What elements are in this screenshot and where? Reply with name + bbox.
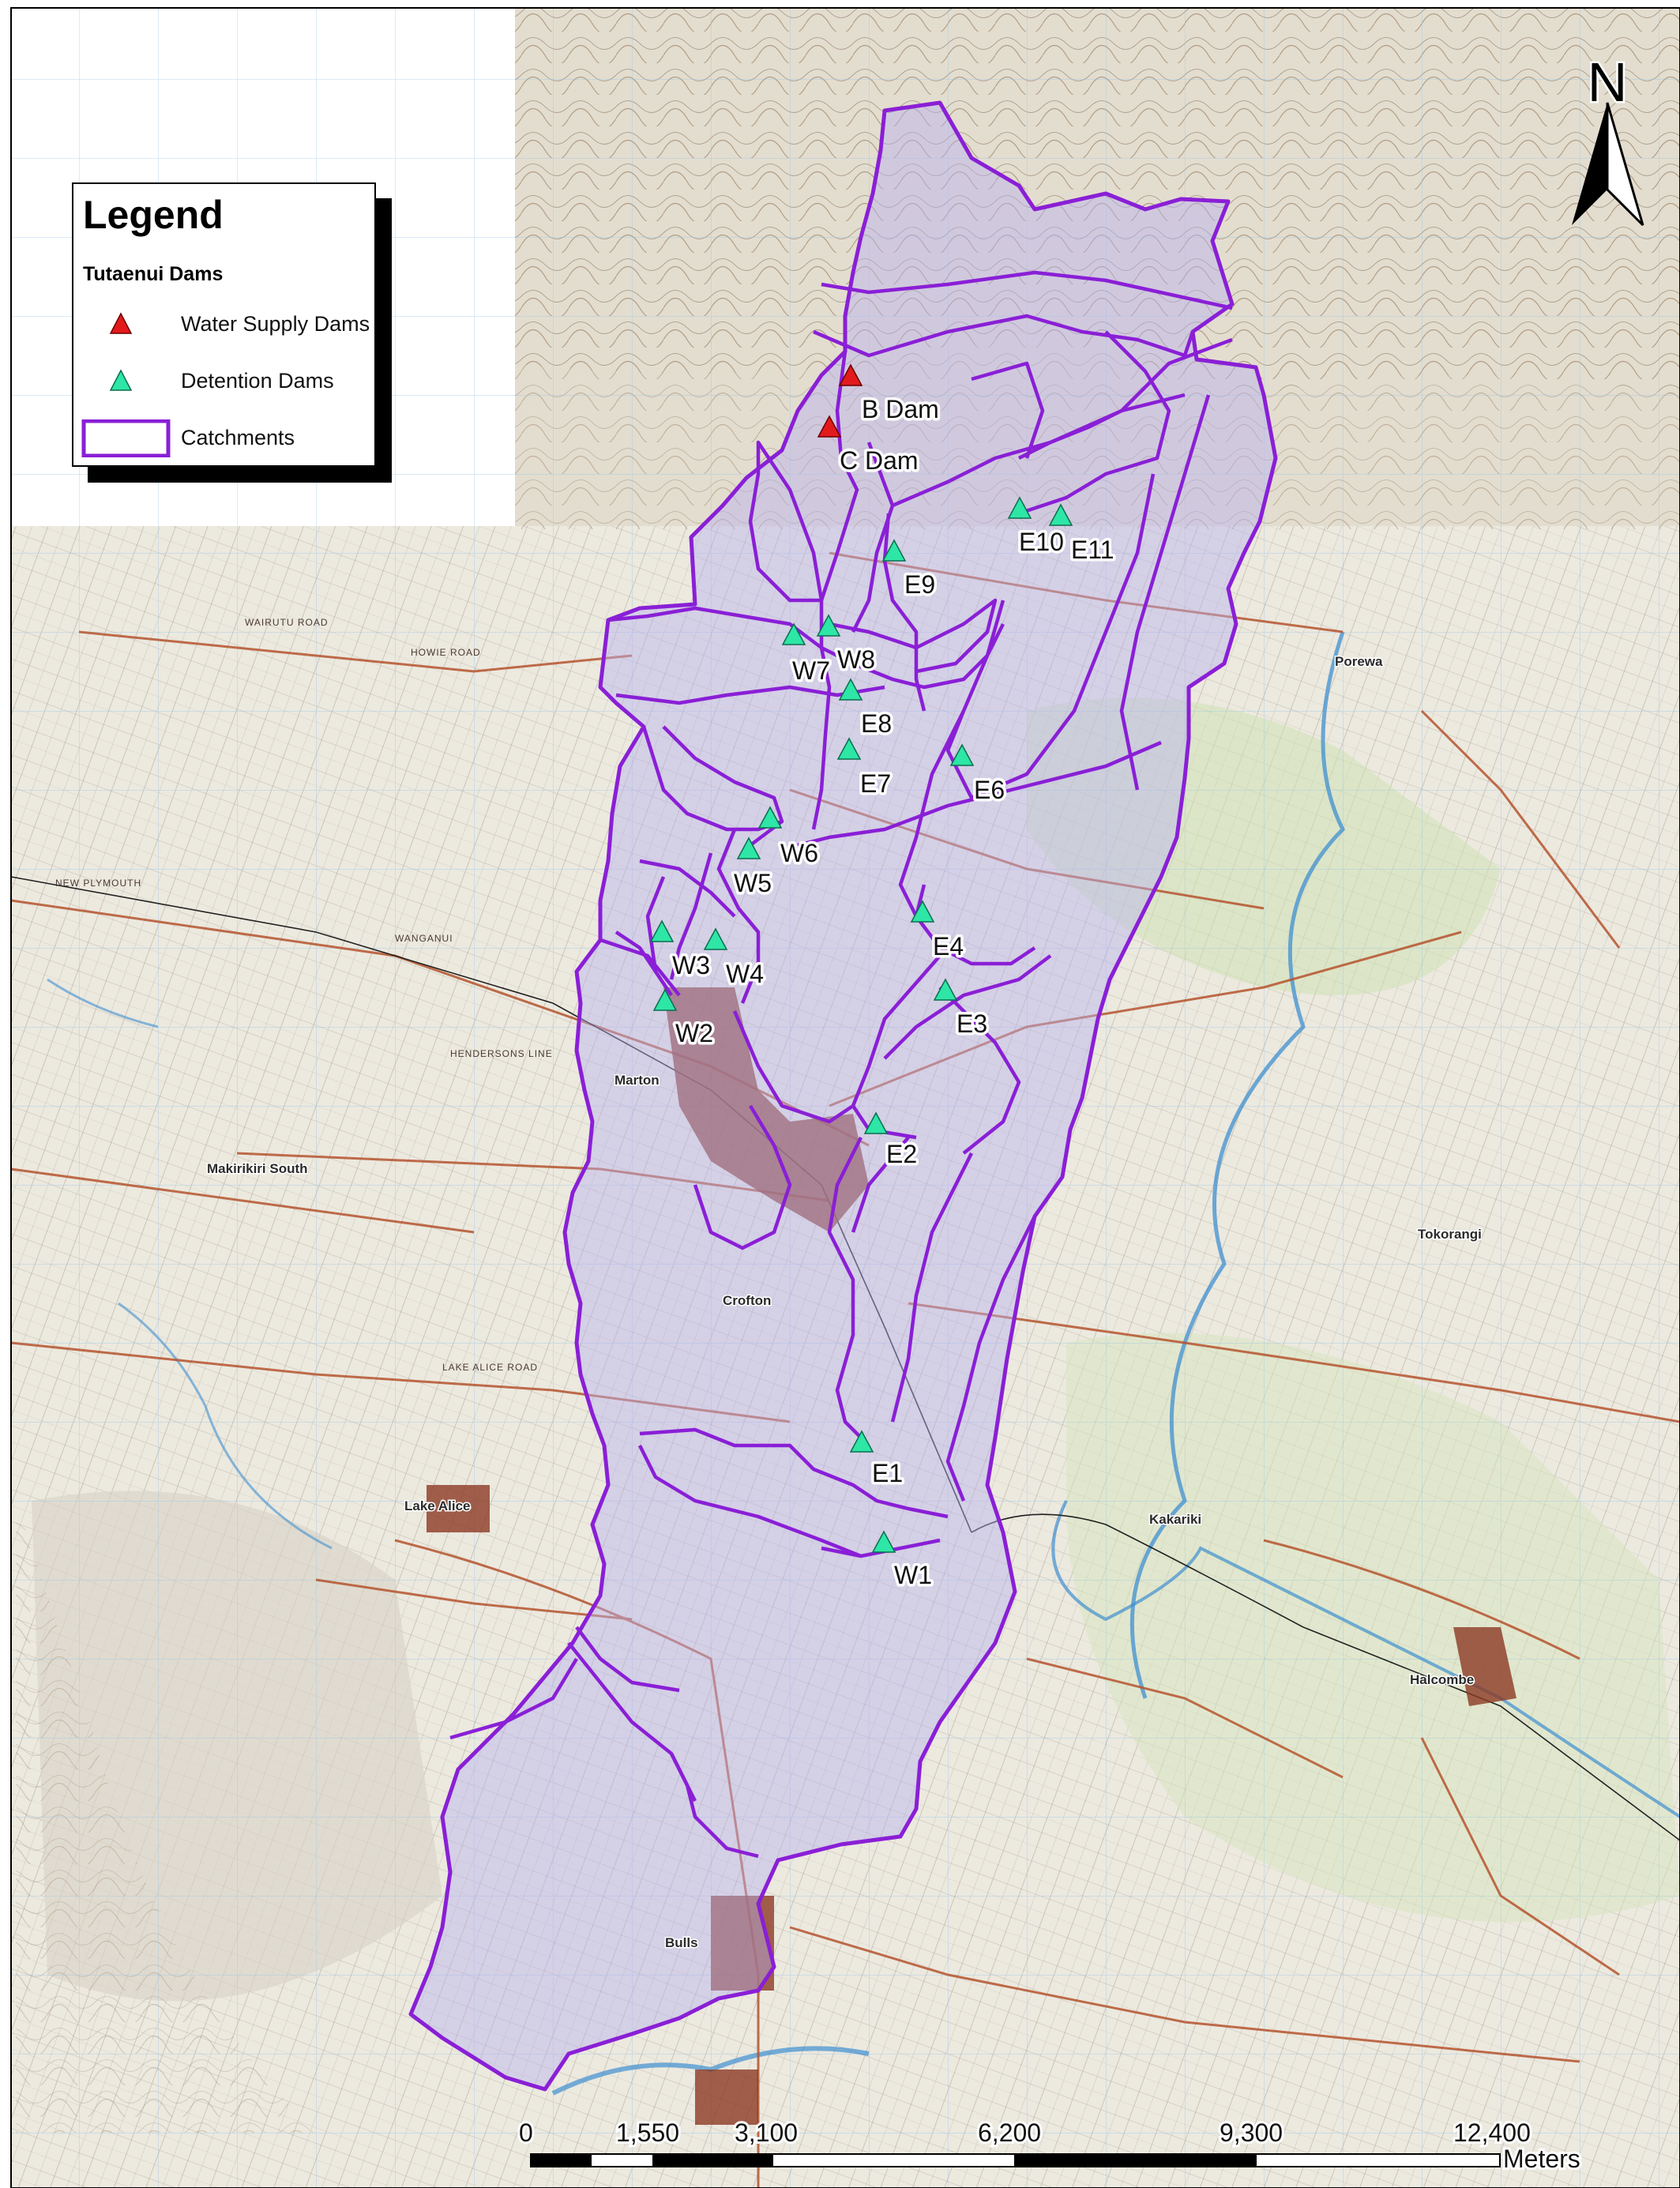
detention-dam-marker[interactable]	[849, 1430, 874, 1453]
scale-tick-label: 3,100	[735, 2118, 798, 2147]
dam-label: E3	[957, 1009, 987, 1038]
catchment-outer	[408, 100, 1278, 2092]
towns	[427, 987, 1517, 2125]
north-arrow-right-half-icon	[1606, 102, 1644, 227]
detention-dam-marker[interactable]	[933, 978, 958, 1001]
road-label: NEW PLYMOUTH	[55, 878, 141, 889]
detention-dam-marker[interactable]	[1048, 503, 1073, 526]
legend-item-label: Water Supply Dams	[181, 312, 370, 336]
dam-label: W6	[780, 839, 818, 867]
place-label: Lake Alice	[404, 1498, 470, 1513]
detention-dam-marker[interactable]	[649, 919, 675, 942]
dam-label: W8	[837, 645, 875, 674]
scale-tick-label: 0	[519, 2118, 533, 2147]
catchments-layer	[408, 100, 1278, 2092]
dam-label: W7	[792, 656, 830, 685]
detention-dam-marker[interactable]	[781, 622, 806, 645]
detention-dam-marker[interactable]	[910, 900, 935, 923]
detention-dam-marker[interactable]	[871, 1530, 896, 1553]
legend-item-water-supply-dams: Water Supply Dams	[73, 301, 374, 348]
water-supply-dam-marker[interactable]	[838, 363, 863, 386]
place-label: Marton	[614, 1073, 660, 1088]
detention-dam-marker[interactable]	[652, 988, 678, 1011]
catchment-outline-icon	[81, 419, 171, 457]
scale-tick-label: 12,400	[1453, 2118, 1531, 2147]
dam-label: W5	[734, 869, 772, 897]
detention-dam-marker[interactable]	[757, 806, 783, 829]
road-labels: NEW PLYMOUTH WAIRUTU ROAD HOWIE ROAD WAN…	[55, 617, 553, 1373]
place-label: Makirikiri South	[207, 1161, 308, 1176]
detention-dam-marker[interactable]	[949, 743, 975, 766]
dam-label: W2	[675, 1019, 713, 1047]
legend-title: Legend	[83, 193, 224, 237]
dam-label: C Dam	[840, 446, 919, 475]
dam-label: E8	[861, 709, 892, 738]
green-triangle-icon	[109, 369, 133, 391]
legend-item-label: Catchments	[181, 426, 295, 449]
roads	[10, 551, 1680, 2188]
water-supply-dam-marker[interactable]	[817, 415, 842, 438]
place-label: Bulls	[665, 1935, 698, 1950]
dam-label: W3	[672, 951, 710, 979]
north-arrow: N	[1572, 50, 1644, 227]
place-label: Crofton	[723, 1293, 771, 1308]
legend-item-detention-dams: Detention Dams	[73, 358, 374, 405]
place-label: Halcombe	[1410, 1672, 1474, 1687]
legend-subtitle: Tutaenui Dams	[83, 263, 224, 285]
dam-label: E2	[886, 1140, 917, 1168]
detention-dam-marker[interactable]	[1007, 496, 1032, 519]
road-label: WAIRUTU ROAD	[245, 617, 329, 628]
sub-catchment-boundaries	[449, 270, 1233, 1859]
detention-dam-marker[interactable]	[836, 737, 862, 760]
dam-label: E9	[904, 570, 935, 599]
legend: Legend Tutaenui Dams Water Supply Dams D…	[72, 182, 392, 483]
north-arrow-left-half-icon	[1572, 103, 1607, 225]
dam-label: B Dam	[862, 395, 939, 423]
detention-dam-marker[interactable]	[736, 836, 761, 859]
scale-unit-label: Meters	[1503, 2145, 1580, 2173]
scale-tick-label: 6,200	[978, 2118, 1041, 2147]
place-label: Kakariki	[1149, 1512, 1201, 1527]
place-label: Porewa	[1335, 654, 1383, 669]
scale-tick-label: 1,550	[616, 2118, 679, 2147]
road-label: LAKE ALICE ROAD	[442, 1362, 538, 1373]
road-label: HENDERSONS LINE	[450, 1048, 553, 1059]
dam-label: E4	[933, 932, 964, 961]
dam-label: E11	[1071, 536, 1114, 564]
detention-dam-marker[interactable]	[816, 614, 841, 637]
detention-dam-labels: E10 E11 E9 W7 W8 E8 E7 E6 W6 W5 E4 W3 W4…	[670, 525, 1118, 1592]
dam-label: W1	[894, 1561, 932, 1589]
legend-item-catchments: Catchments	[73, 415, 374, 462]
place-label: Tokorangi	[1418, 1227, 1482, 1242]
detention-dam-marker[interactable]	[863, 1111, 889, 1134]
detention-dam-marker[interactable]	[838, 678, 863, 701]
road-label: HOWIE ROAD	[411, 647, 481, 658]
dam-label: E7	[860, 769, 891, 798]
place-labels: Marton Bulls Halcombe Lake Alice Crofton…	[206, 653, 1483, 1952]
scale-tick-label: 9,300	[1220, 2118, 1283, 2147]
legend-item-label: Detention Dams	[181, 369, 334, 393]
detention-dam-marker[interactable]	[703, 927, 728, 950]
dam-label: E1	[872, 1459, 903, 1487]
legend-box: Legend Tutaenui Dams Water Supply Dams D…	[72, 182, 376, 467]
water-supply-dams: B Dam C Dam	[817, 363, 941, 478]
red-triangle-icon	[109, 312, 133, 334]
dam-label: E10	[1019, 528, 1064, 556]
dam-label: E6	[974, 776, 1005, 804]
road-label: WANGANUI	[395, 933, 453, 944]
dam-label: W4	[726, 960, 764, 988]
detention-dams	[649, 496, 1073, 1553]
detention-dam-marker[interactable]	[881, 539, 907, 562]
map-frame	[10, 7, 1680, 2188]
scale-bar: 0 1,550 3,100 6,200 9,300 12,400 Meters	[517, 2116, 1583, 2175]
